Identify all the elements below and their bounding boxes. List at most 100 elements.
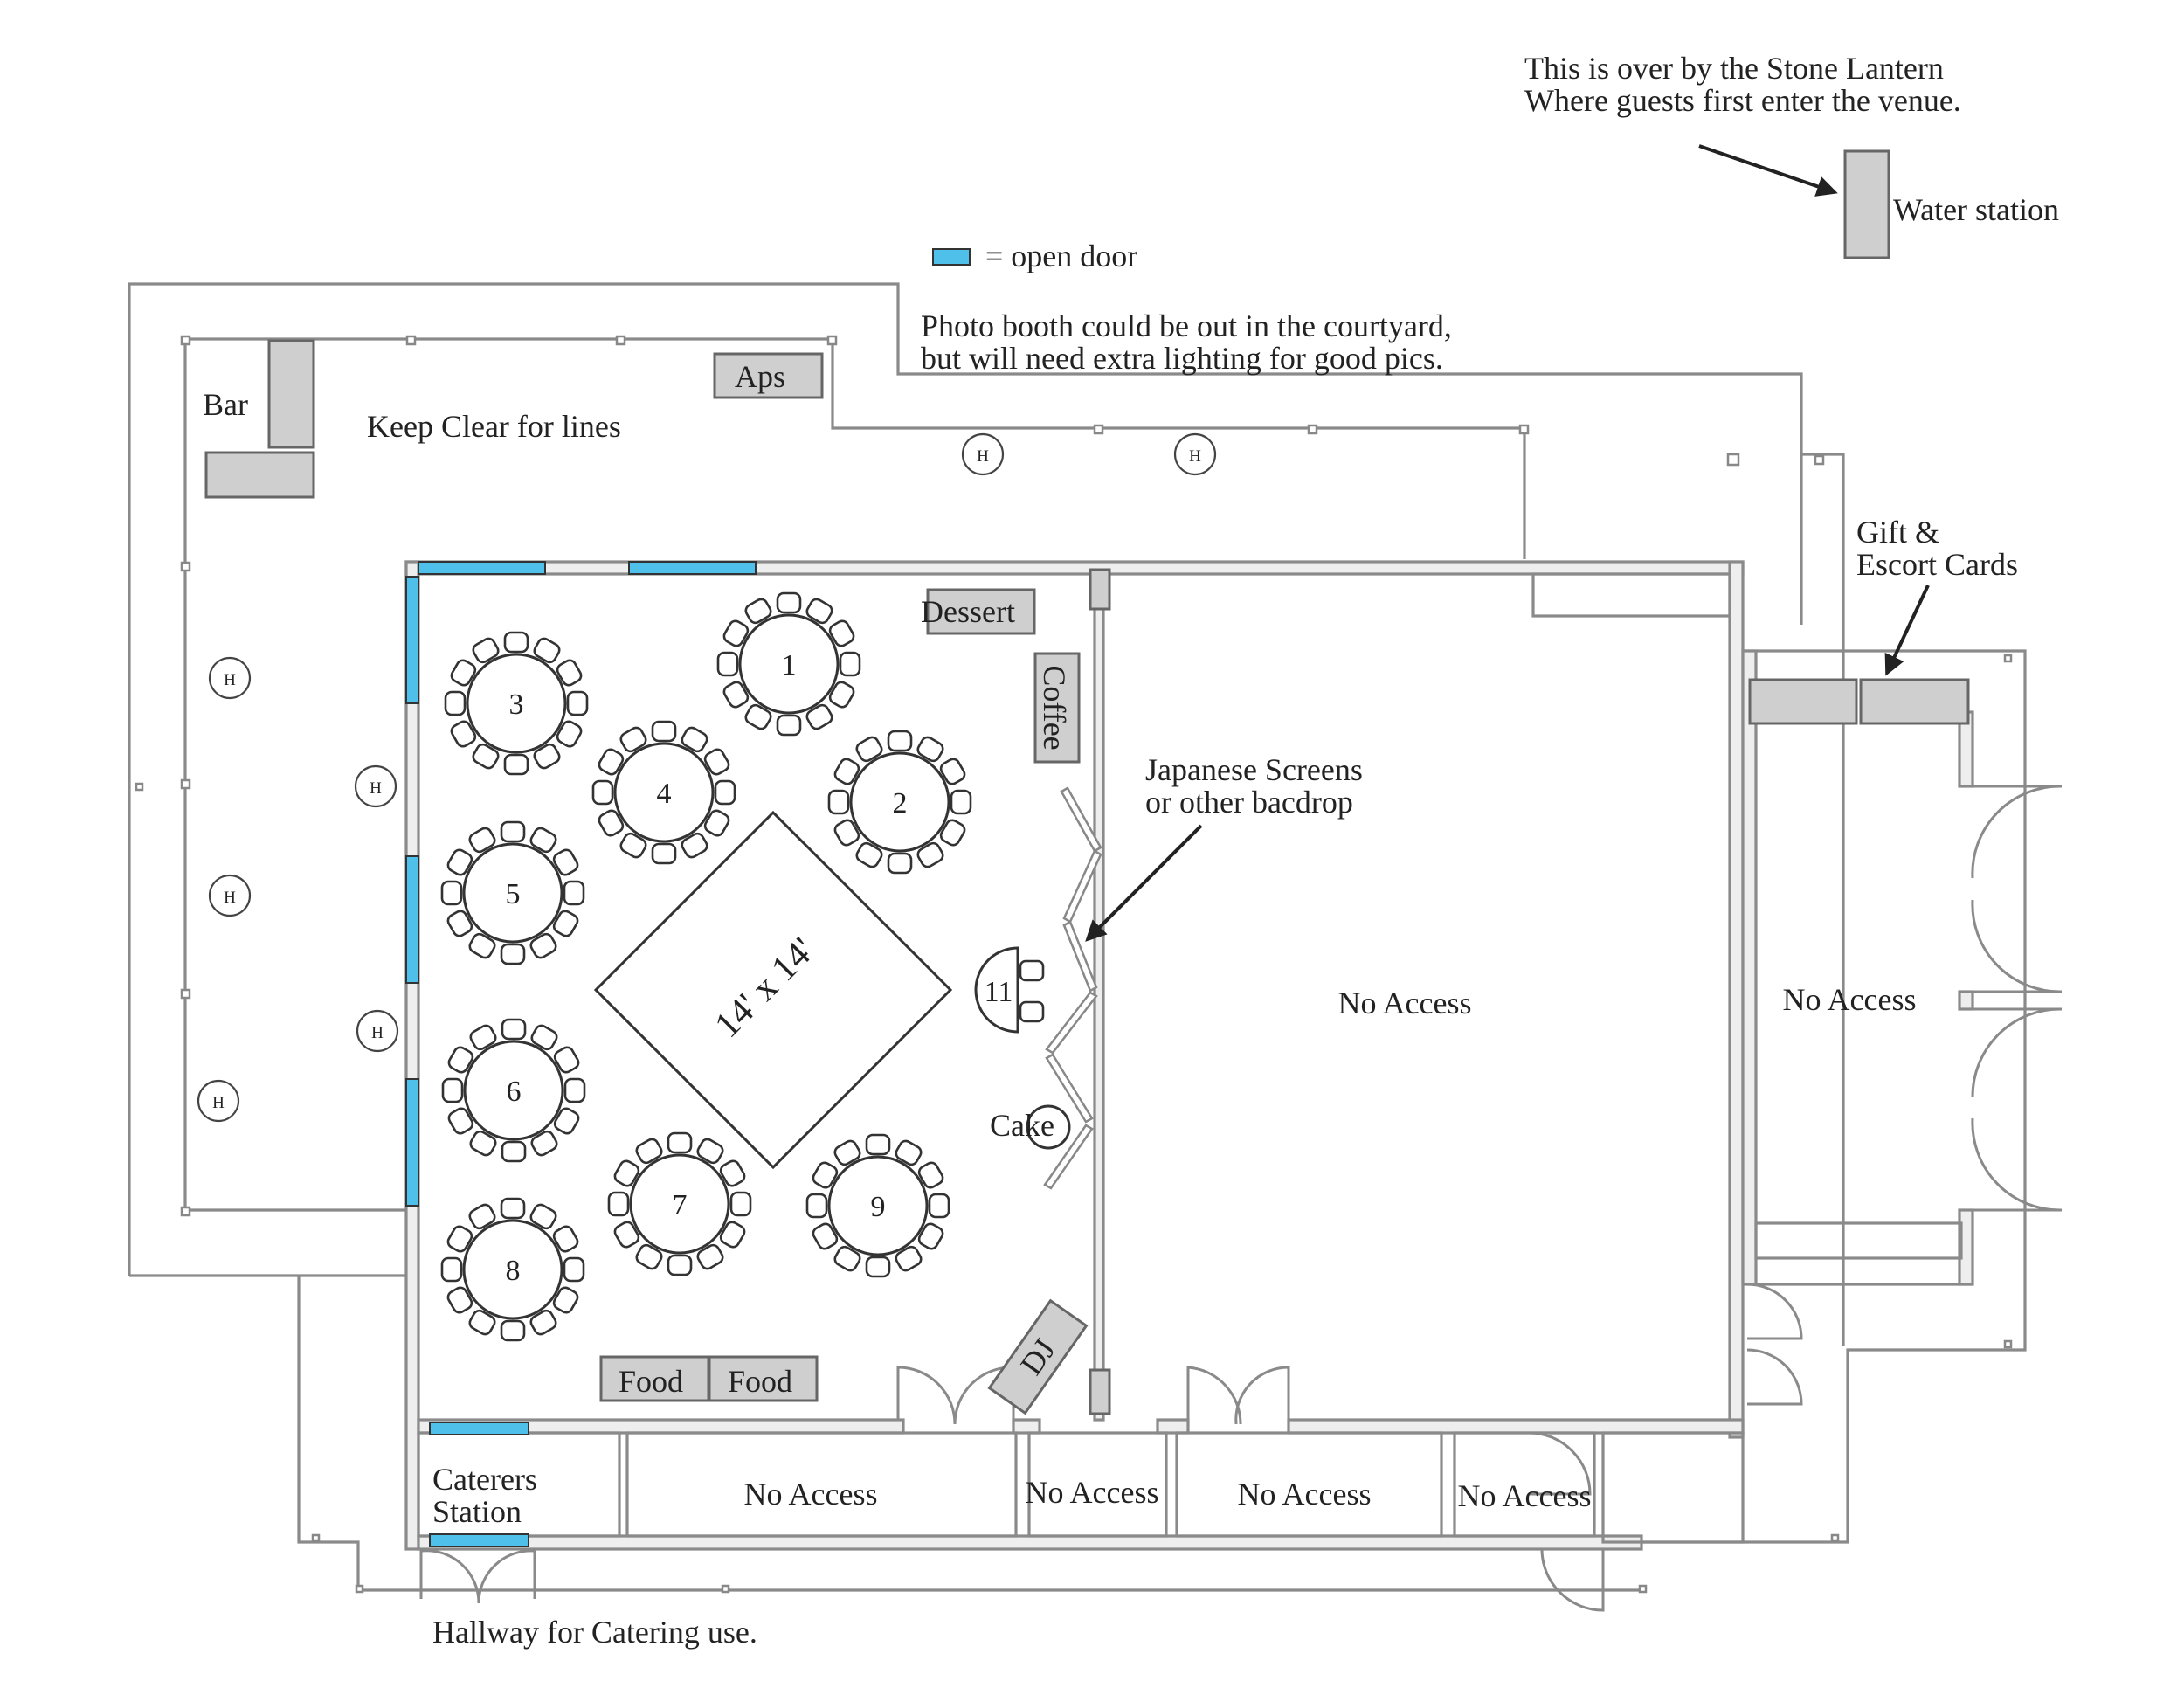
chair: [839, 651, 861, 677]
chair: [950, 789, 972, 815]
no-access-label: No Access: [1783, 982, 1917, 1017]
chair: [556, 720, 583, 748]
table-3: 3: [444, 631, 589, 776]
chair: [619, 832, 647, 859]
no-access-label: No Access: [1026, 1475, 1159, 1510]
chair: [552, 1286, 579, 1314]
chair: [500, 820, 526, 843]
chair: [529, 827, 557, 854]
chair: [533, 743, 561, 770]
bar-station: Bar: [203, 339, 315, 499]
chair: [472, 637, 500, 664]
japanese-screens-note: Japanese Screens: [1145, 752, 1363, 787]
chair: [719, 1159, 746, 1187]
table-number: 5: [506, 878, 521, 910]
heater-icon: H: [1173, 432, 1217, 476]
table-number: 7: [673, 1189, 688, 1221]
table-top: [462, 842, 563, 944]
posts: [135, 335, 2013, 1594]
svg-text:11: 11: [985, 976, 1013, 1008]
heater-icon: H: [354, 764, 397, 808]
photo-booth-note: but will need extra lighting for good pi…: [921, 341, 1443, 376]
chair: [855, 841, 883, 868]
table-top: [463, 1040, 564, 1141]
table-11: 11: [974, 946, 1045, 1034]
svg-text:Aps: Aps: [735, 359, 785, 394]
chair: [681, 832, 708, 859]
table-top: [613, 742, 715, 843]
table-5: 5: [440, 820, 585, 965]
svg-text:H: H: [371, 1024, 384, 1042]
aps-station: Aps: [713, 352, 824, 399]
coffee-station: Coffee: [1033, 652, 1081, 764]
chair: [714, 779, 736, 806]
chair: [552, 1225, 579, 1253]
east-wing-walls: [1741, 649, 1974, 1286]
chair: [812, 1161, 839, 1189]
svg-text:Dessert: Dessert: [921, 594, 1015, 629]
hallway-note: Hallway for Catering use.: [432, 1615, 757, 1650]
table-8: 8: [440, 1197, 585, 1342]
chair: [446, 910, 473, 937]
chair: [533, 637, 561, 664]
chair: [446, 1225, 473, 1253]
chair: [635, 1243, 663, 1270]
chair: [450, 720, 477, 748]
chair: [722, 619, 750, 647]
chair: [563, 1256, 585, 1283]
cake-table: Cake: [990, 1104, 1071, 1150]
svg-text:Coffee: Coffee: [1037, 665, 1072, 750]
chair: [776, 714, 802, 737]
chair: [468, 1309, 496, 1336]
table-top: [466, 653, 567, 754]
chair: [440, 1256, 463, 1283]
table-number: 8: [506, 1255, 521, 1287]
chair: [776, 591, 802, 614]
table-top: [629, 1153, 730, 1255]
chair: [556, 659, 583, 687]
open-door: [429, 1533, 529, 1547]
heater-icon: H: [197, 1079, 240, 1123]
chair: [598, 748, 625, 776]
chair: [827, 789, 850, 815]
chair: [529, 1203, 557, 1230]
chair: [716, 651, 739, 677]
legend-open-door-swatch: [932, 248, 971, 266]
chair: [613, 1159, 640, 1187]
chair: [833, 1245, 861, 1272]
water-station: [1843, 149, 1890, 259]
chair: [887, 730, 913, 752]
svg-text:H: H: [224, 889, 236, 907]
heater-icon: H: [961, 432, 1005, 476]
door-swings: [419, 785, 2063, 1612]
chair: [553, 1046, 580, 1074]
chair: [917, 1161, 944, 1189]
open-door: [628, 561, 757, 575]
chair: [444, 690, 467, 716]
chair: [651, 842, 677, 865]
dance-floor: 14' x 14': [593, 810, 953, 1170]
chair: [703, 809, 730, 837]
svg-text:Food: Food: [619, 1364, 683, 1399]
chair: [446, 1286, 473, 1314]
chair: [828, 619, 855, 647]
chair: [719, 1221, 746, 1249]
caterers-station-label: Caterers: [432, 1462, 537, 1497]
chair: [833, 1139, 861, 1166]
open-door: [429, 1422, 529, 1435]
chair: [441, 1077, 464, 1103]
table-number: 2: [893, 787, 908, 820]
bar-label: Bar: [203, 387, 248, 422]
chair: [916, 736, 944, 763]
table-2: 2: [827, 730, 972, 875]
table-6: 6: [441, 1018, 586, 1163]
chair: [895, 1139, 923, 1166]
chair: [501, 1140, 527, 1163]
open-door: [405, 1078, 419, 1207]
svg-text:Food: Food: [728, 1364, 792, 1399]
chair: [553, 1107, 580, 1135]
svg-text:H: H: [212, 1094, 225, 1112]
legend-open-door-label: = open door: [985, 239, 1137, 273]
chair: [563, 1077, 586, 1103]
